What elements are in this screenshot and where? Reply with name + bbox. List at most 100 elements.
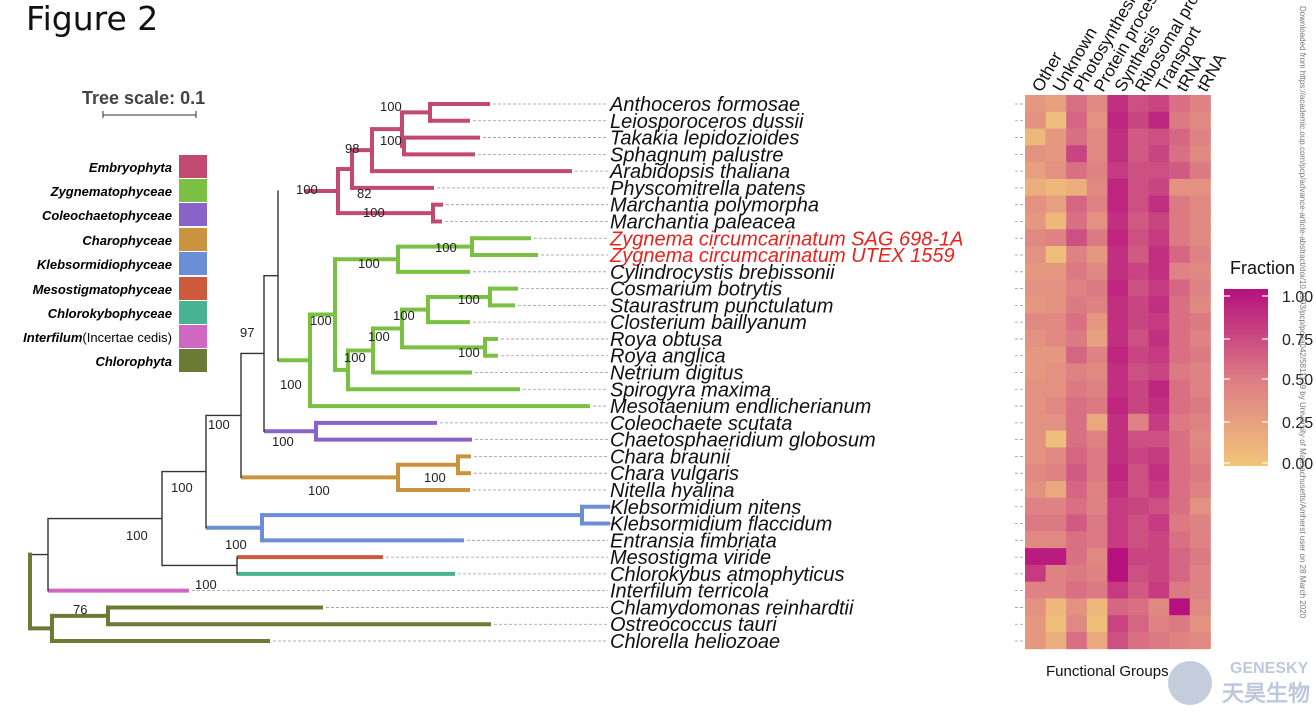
heatmap-cell <box>1086 212 1108 230</box>
heatmap-cell <box>1107 95 1129 113</box>
heatmap-cell <box>1066 380 1088 398</box>
heatmap-cell <box>1066 128 1088 146</box>
heatmap-cell <box>1107 481 1129 499</box>
heatmap-cell <box>1169 481 1191 499</box>
taxon-label: Coleochaete scutata <box>610 413 792 435</box>
heatmap-cell <box>1128 195 1149 213</box>
heatmap-cell <box>1169 548 1191 566</box>
heatmap-cell <box>1066 195 1088 213</box>
heatmap-cell <box>1086 481 1108 499</box>
taxon-label: Nitella hyalina <box>610 480 735 502</box>
heatmap-cell <box>1148 111 1170 129</box>
heatmap-cell <box>1189 430 1211 448</box>
heatmap-cell <box>1128 128 1149 146</box>
heatmap-cell <box>1169 128 1191 146</box>
heatmap-cell <box>1086 262 1108 280</box>
heatmap-cell <box>1189 598 1211 616</box>
heatmap-cell <box>1148 464 1170 482</box>
heatmap-cell <box>1107 531 1129 549</box>
heatmap-cell <box>1025 296 1046 314</box>
heatmap-cell <box>1045 430 1067 448</box>
heatmap-cell <box>1128 447 1149 465</box>
heatmap-cell <box>1189 212 1211 230</box>
heatmap-cell <box>1045 564 1067 583</box>
heatmap-cell <box>1025 346 1046 364</box>
heatmap-cell <box>1025 413 1046 431</box>
heatmap-cell <box>1128 598 1149 616</box>
heatmap-cell <box>1169 246 1191 264</box>
heatmap-cell <box>1025 229 1046 247</box>
bootstrap-label: 100 <box>344 350 366 365</box>
heatmap-cell <box>1107 111 1129 129</box>
legend-swatch <box>179 325 207 348</box>
heatmap-cell <box>1107 296 1129 314</box>
heatmap-cell <box>1128 430 1149 448</box>
heatmap-cell <box>1107 178 1129 197</box>
heatmap-cell <box>1128 413 1149 431</box>
heatmap-cell <box>1189 296 1211 314</box>
heatmap-cell <box>1148 346 1170 364</box>
heatmap-cell <box>1148 195 1170 213</box>
heatmap-cell <box>1107 497 1129 515</box>
heatmap-cell <box>1107 464 1129 482</box>
fraction-tick-label: 1.00 <box>1282 289 1313 306</box>
taxon-label: Chara vulgaris <box>610 463 739 485</box>
heatmap-cell <box>1066 162 1088 180</box>
fraction-tick-label: 0.25 <box>1282 415 1313 432</box>
heatmap-cell <box>1045 548 1067 566</box>
heatmap-cell <box>1107 212 1129 230</box>
heatmap-cell <box>1128 464 1149 482</box>
heatmap-cell <box>1148 632 1170 650</box>
heatmap-cell <box>1107 229 1129 247</box>
heatmap-cell <box>1045 581 1067 599</box>
heatmap-cell <box>1045 497 1067 515</box>
heatmap-cell <box>1025 464 1046 482</box>
heatmap-cell <box>1128 564 1149 583</box>
heatmap-cell <box>1128 279 1149 297</box>
heatmap-cell <box>1086 128 1108 146</box>
genesky-watermark: GENESKY 天昊生物 <box>1168 660 1310 706</box>
bootstrap-label: 98 <box>345 141 359 156</box>
legend-swatch <box>179 349 207 372</box>
heatmap-cell <box>1189 162 1211 180</box>
bootstrap-label: 100 <box>363 205 385 220</box>
heatmap-cell <box>1148 128 1170 146</box>
heatmap-cell <box>1128 397 1149 415</box>
heatmap-cell <box>1148 262 1170 280</box>
taxon-label: Anthoceros formosae <box>609 94 800 116</box>
phylogenetic-tree <box>28 102 610 643</box>
taxon-label: Roya obtusa <box>610 329 722 351</box>
heatmap-cell <box>1107 615 1129 633</box>
heatmap-cell <box>1066 497 1088 515</box>
heatmap-cell <box>1086 195 1108 213</box>
heatmap-cell <box>1025 262 1046 280</box>
heatmap-cell <box>1107 128 1129 146</box>
taxon-label: Chlamydomonas reinhardtii <box>610 597 854 619</box>
heatmap-cell <box>1066 212 1088 230</box>
heatmap-cell <box>1107 447 1129 465</box>
heatmap-cell <box>1169 111 1191 129</box>
heatmap-cell <box>1148 531 1170 549</box>
heatmap-cell <box>1169 397 1191 415</box>
taxon-label: Interfilum terricola <box>610 581 769 603</box>
heatmap-cell <box>1066 581 1088 599</box>
heatmap-cell <box>1189 262 1211 280</box>
heatmap-cell <box>1148 397 1170 415</box>
heatmap-cell <box>1066 413 1088 431</box>
heatmap-cell <box>1025 531 1046 549</box>
legend-swatch <box>179 301 207 324</box>
heatmap-cell <box>1025 279 1046 297</box>
heatmap-cell <box>1189 346 1211 364</box>
heatmap-cell <box>1045 212 1067 230</box>
heatmap-cell <box>1086 162 1108 180</box>
heatmap-cell <box>1148 497 1170 515</box>
bootstrap-label: 76 <box>73 602 87 617</box>
heatmap-cell <box>1107 246 1129 264</box>
heatmap-cell <box>1066 296 1088 314</box>
heatmap-cell <box>1128 111 1149 129</box>
heatmap-cell <box>1148 598 1170 616</box>
bootstrap-label: 100 <box>280 377 302 392</box>
leader-lines <box>192 103 1024 642</box>
heatmap-cell <box>1148 229 1170 247</box>
taxon-label: Entransia fimbriata <box>610 530 777 552</box>
